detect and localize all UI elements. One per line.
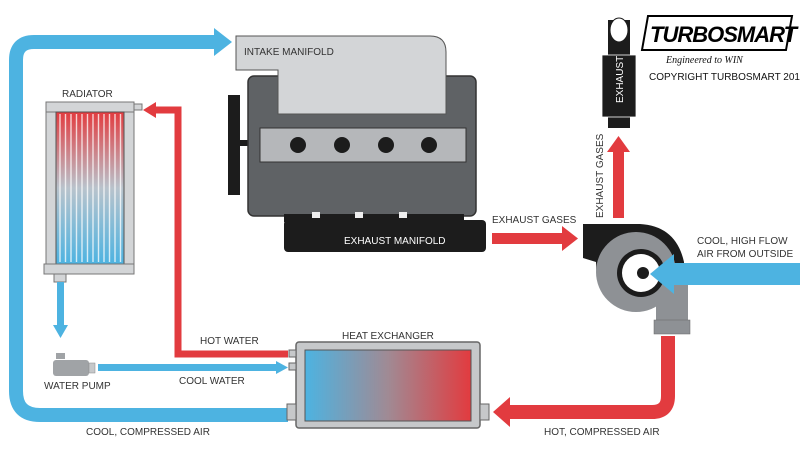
outside-air-arrow [650, 254, 800, 294]
hot-water-arrow-head [143, 102, 156, 118]
radiator-to-pump-pipe [53, 282, 68, 338]
engine [228, 35, 486, 252]
cool-water-label: COOL WATER [179, 376, 245, 387]
hot-water-label: HOT WATER [200, 336, 259, 347]
cylinder-2 [334, 137, 350, 153]
exhaust-gases-arrow-horizontal [492, 226, 578, 251]
cool-compressed-air-pipe [9, 28, 288, 422]
cool-compressed-air-label: COOL, COMPRESSED AIR [86, 427, 210, 438]
radiator-fins [59, 114, 122, 262]
exhaust-manifold-label: EXHAUST MANIFOLD [344, 236, 446, 247]
exhaust-gases-arrow-vertical [607, 136, 630, 218]
hot-water-pipe [143, 102, 288, 358]
cool-water-pipe [98, 361, 288, 374]
outside-air-label-line1: COOL, HIGH FLOW [697, 236, 788, 247]
brand-tagline: Engineered to WIN [665, 55, 744, 66]
heat-exchanger-label: HEAT EXCHANGER [342, 331, 434, 342]
exhaust-gases-label-horizontal: EXHAUST GASES [492, 215, 577, 226]
cylinder-4 [421, 137, 437, 153]
logo-text: TURBOSMART [650, 22, 799, 47]
outside-air-label-line2: AIR FROM OUTSIDE [697, 249, 793, 260]
copyright-text: COPYRIGHT TURBOSMART 2012 [649, 72, 800, 83]
water-pump-label: WATER PUMP [44, 381, 111, 392]
cylinder-1 [290, 137, 306, 153]
intake-manifold [235, 35, 447, 115]
turbosmart-logo: TURBOSMART [640, 15, 800, 51]
radiator-label: RADIATOR [62, 89, 113, 100]
intake-arrow-head [214, 28, 232, 56]
intake-manifold-label: INTAKE MANIFOLD [244, 47, 334, 58]
hot-compressed-air-pipe [493, 336, 675, 427]
hot-compressed-air-label: HOT, COMPRESSED AIR [544, 427, 660, 438]
radiator [43, 101, 143, 283]
exhaust-pipe [601, 17, 637, 128]
exhaust-gases-label-vertical: EXHAUST GASES [595, 133, 606, 218]
cylinder-3 [378, 137, 394, 153]
hot-air-arrow-head [493, 397, 510, 427]
exhaust-pipe-label: EXHAUST [615, 56, 626, 103]
exhaust-manifold [284, 212, 486, 252]
heat-exchanger [286, 341, 490, 429]
water-pump [53, 353, 96, 376]
